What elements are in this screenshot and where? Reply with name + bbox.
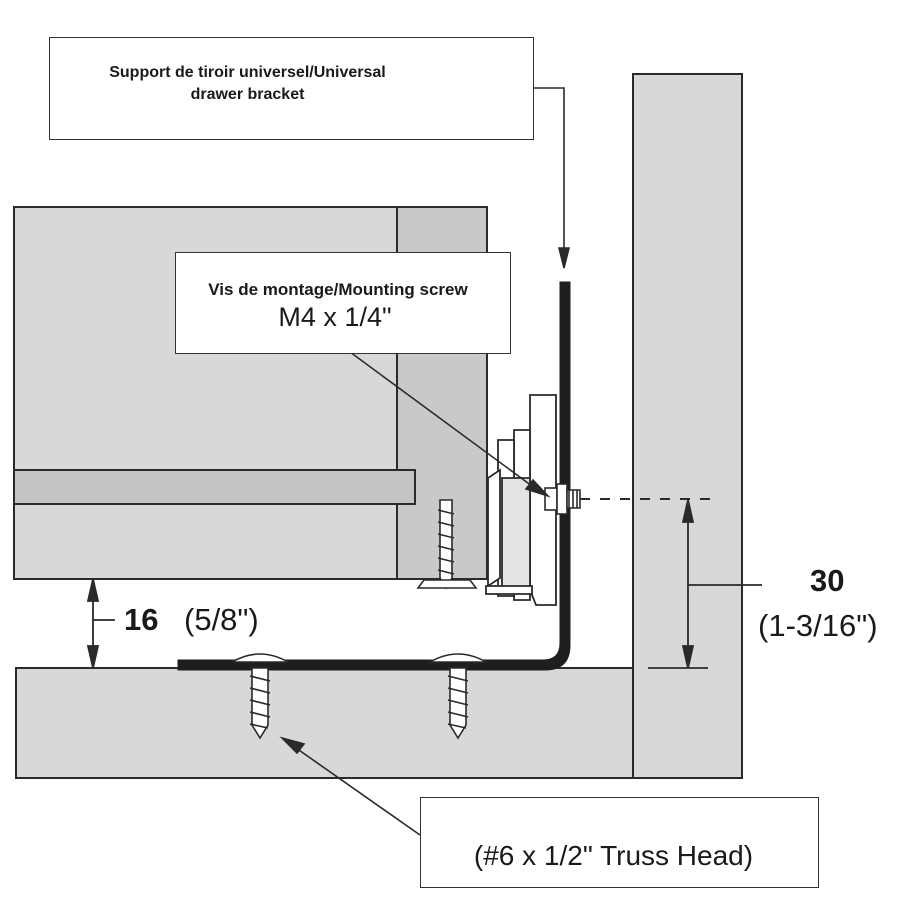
screw-callout-arrow [349, 351, 551, 498]
cabinet-bottom-panel [15, 667, 634, 779]
bracket-label-line2: drawer bracket [190, 86, 305, 103]
cabinet-side-panel [632, 73, 743, 779]
screw-label-title: Vis de montage/Mounting screw [208, 280, 468, 299]
drawer-bracket [177, 281, 571, 671]
screw-label-spec: M4 x 1/4" [278, 302, 392, 332]
truss-callout-arrow [279, 736, 421, 836]
mounting-screw [544, 483, 581, 515]
bracket-callout-arrow [534, 87, 571, 269]
truss-screw-right [426, 653, 490, 740]
drawer-wood-screw [416, 499, 478, 590]
bracket-label-line1: Support de tiroir universel/Universal [109, 64, 386, 81]
dimension-16-lines [86, 578, 115, 669]
drawer-bottom-groove [13, 469, 416, 505]
truss-label-text: (#6 x 1/2" Truss Head) [473, 840, 754, 871]
drawer-slide-assembly [485, 394, 557, 606]
dimension-30-value: 30 [810, 563, 845, 598]
truss-label-box [420, 797, 819, 888]
dimension-16-value: 16 [124, 602, 159, 637]
dimension-30-lines [648, 499, 762, 669]
screw-label-box [175, 252, 511, 354]
dimension-30-inch: (1-3/16") [758, 608, 878, 643]
dimension-16-inch: (5/8") [184, 602, 259, 637]
bracket-label-box [49, 37, 534, 140]
truss-screw-left [228, 653, 292, 740]
